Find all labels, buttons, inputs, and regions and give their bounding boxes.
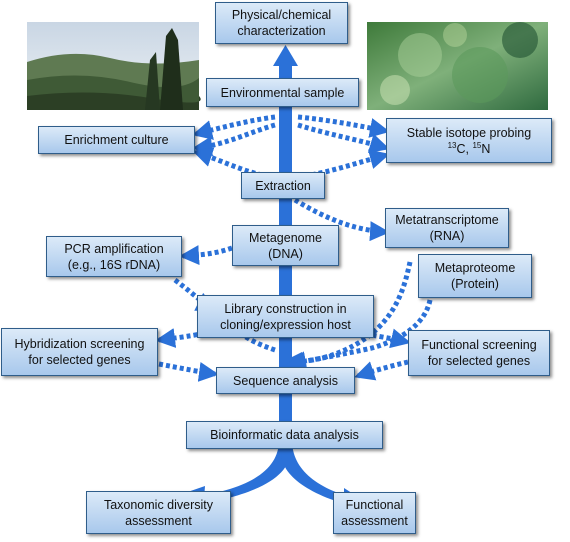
metagenome-line2: (DNA) — [268, 246, 303, 261]
extraction-label: Extraction — [255, 178, 311, 193]
sip-isotopes: 13C, 15N — [448, 141, 491, 157]
hybridization-line2: for selected genes — [28, 353, 131, 367]
functional-line2: assessment — [341, 514, 408, 528]
stable-isotope-box: Stable isotope probing 13C, 15N — [386, 118, 552, 163]
pcr-line2: (e.g., 16S rDNA) — [67, 257, 161, 272]
sip-c-mass: 13 — [447, 140, 457, 150]
library-line1: Library construction in — [224, 301, 347, 316]
taxonomic-diversity-box: Taxonomic diversity assessment — [86, 491, 231, 534]
enrichment-label: Enrichment culture — [64, 133, 169, 147]
metatranscriptome-line1: Metatranscriptome — [395, 213, 499, 227]
landscape-photo — [27, 22, 201, 110]
functional-screening-line2: for selected genes — [427, 354, 531, 368]
underwater-photo — [367, 22, 548, 110]
environmental-sample-box: Environmental sample — [206, 78, 359, 107]
metatranscriptome-box: Metatranscriptome (RNA) — [385, 208, 509, 248]
metaproteome-line1: Metaproteome — [434, 261, 516, 275]
taxonomic-line1: Taxonomic diversity — [103, 497, 214, 512]
metagenome-box: Metagenome (DNA) — [232, 225, 339, 266]
physical-chemical-box: Physical/chemical characterization — [215, 2, 348, 44]
bioinformatic-label: Bioinformatic data analysis — [210, 428, 359, 442]
extraction-box: Extraction — [241, 172, 325, 199]
taxonomic-line2: assessment — [125, 513, 192, 528]
physical-line1: Physical/chemical — [231, 8, 332, 22]
sip-n-mass: 15 — [472, 140, 482, 150]
sip-n: N — [481, 141, 491, 156]
functional-screening-line1: Functional screening — [421, 338, 537, 352]
enrichment-culture-box: Enrichment culture — [38, 126, 195, 154]
functional-screening-box: Functional screening for selected genes — [408, 330, 550, 376]
metaproteome-line2: (Protein) — [451, 277, 499, 291]
env-sample-label: Environmental sample — [220, 85, 345, 100]
sip-title: Stable isotope probing — [406, 125, 532, 140]
bioinformatic-analysis-box: Bioinformatic data analysis — [186, 421, 383, 449]
metagenome-line1: Metagenome — [249, 230, 322, 245]
library-construction-box: Library construction in cloning/expressi… — [197, 295, 374, 338]
sequence-analysis-box: Sequence analysis — [216, 367, 355, 394]
functional-line1: Functional — [345, 498, 404, 512]
sequence-label: Sequence analysis — [233, 373, 338, 388]
physical-line2: characterization — [237, 24, 326, 38]
functional-assessment-box: Functional assessment — [333, 492, 416, 534]
metaproteome-box: Metaproteome (Protein) — [418, 254, 532, 298]
hybridization-line1: Hybridization screening — [14, 337, 145, 351]
hybridization-screening-box: Hybridization screening for selected gen… — [1, 328, 158, 376]
sip-c: C, — [456, 141, 473, 156]
pcr-line1: PCR amplification — [64, 241, 164, 256]
pcr-amplification-box: PCR amplification (e.g., 16S rDNA) — [46, 236, 182, 277]
library-line2: cloning/expression host — [220, 317, 351, 332]
metatranscriptome-line2: (RNA) — [429, 229, 465, 243]
